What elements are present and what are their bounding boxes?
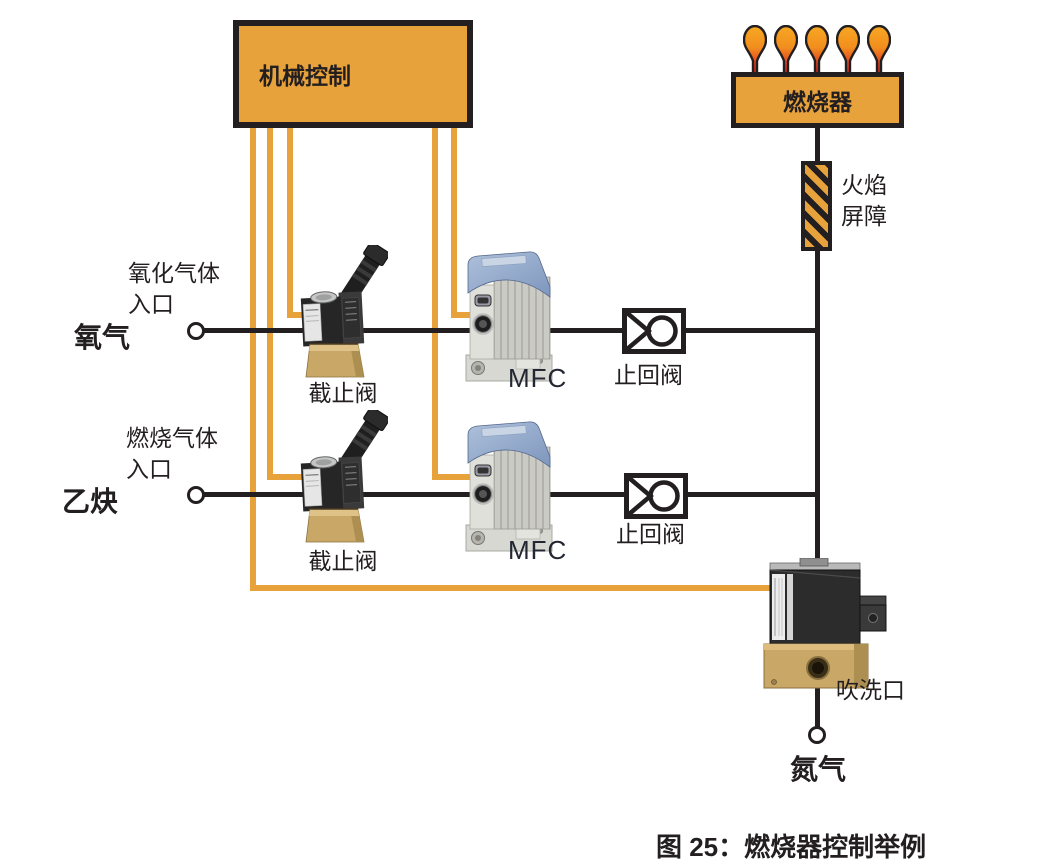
- signal-line-mfc2-vertical: [432, 125, 438, 480]
- oxygen-check-valve-symbol: [622, 308, 686, 354]
- signal-line-purge-vertical: [250, 125, 256, 591]
- burner-flames: [743, 25, 891, 75]
- oxygen-inlet-node: [187, 322, 205, 340]
- oxygen-mfc-label: MFC: [508, 363, 568, 393]
- figure-caption: 图 25：燃烧器控制举例: [656, 832, 927, 862]
- flame-barrier-label: 火焰 屏障: [841, 172, 887, 229]
- acetylene-shutoff-valve-label: 截止阀: [308, 548, 378, 574]
- flame-barrier: [801, 161, 832, 251]
- nitrogen-inlet-node: [808, 726, 826, 744]
- acetylene-inlet-label: 燃烧气体 入口: [126, 425, 218, 482]
- acetylene-gas-label: 乙炔: [62, 486, 119, 517]
- mechanical-control-box: 机械控制: [233, 20, 473, 128]
- acetylene-mfc-image: [460, 421, 565, 553]
- acetylene-check-valve-symbol: [624, 473, 688, 519]
- signal-line-mfc1-horizontal: [451, 312, 472, 318]
- oxygen-check-valve-label: 止回阀: [614, 362, 683, 388]
- burner-box: 燃烧器: [731, 72, 904, 128]
- oxygen-inlet-label: 氧化气体 入口: [128, 260, 220, 317]
- burner-feed-line: [815, 125, 820, 575]
- acetylene-inlet-node: [187, 486, 205, 504]
- purge-port-label: 吹洗口: [836, 677, 905, 703]
- signal-line-valve2-horizontal: [267, 474, 315, 480]
- acetylene-shutoff-valve-image: [298, 410, 388, 548]
- signal-line-mfc2-horizontal: [432, 474, 472, 480]
- nitrogen-gas-label: 氮气: [790, 754, 847, 785]
- oxygen-shutoff-valve-label: 截止阀: [308, 380, 378, 406]
- signal-line-purge-horizontal: [250, 585, 772, 591]
- burner-label: 燃烧器: [783, 89, 852, 115]
- nitrogen-feed-line: [815, 685, 820, 732]
- acetylene-check-valve-label: 止回阀: [616, 521, 685, 547]
- oxygen-shutoff-valve-image: [298, 245, 388, 383]
- acetylene-mfc-label: MFC: [508, 535, 568, 565]
- signal-line-valve1-vertical: [287, 125, 293, 318]
- signal-line-valve2-vertical: [267, 125, 273, 480]
- mechanical-control-label: 机械控制: [259, 63, 351, 89]
- oxygen-gas-label: 氧气: [74, 322, 131, 353]
- signal-line-mfc1-vertical: [451, 125, 457, 318]
